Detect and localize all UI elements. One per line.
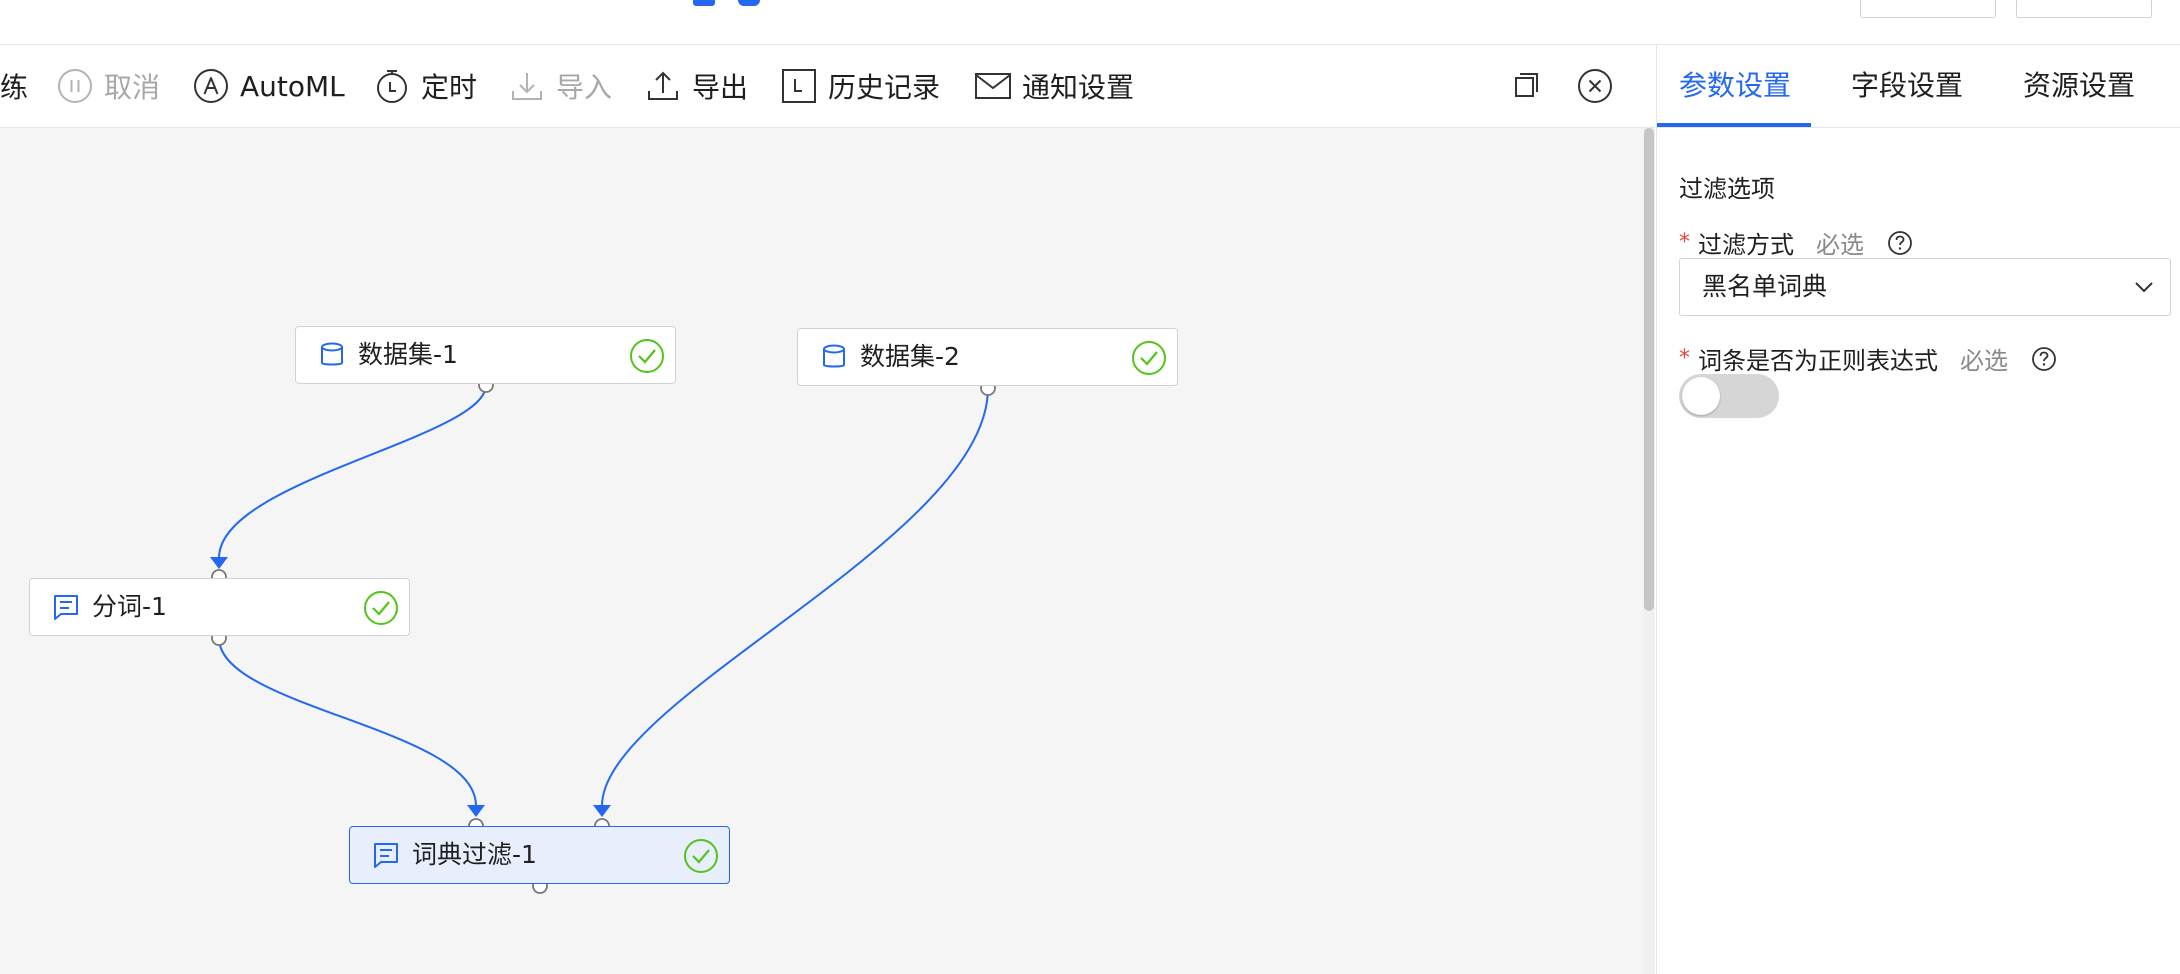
- canvas-toolbar: 练 取消 AutoML 定时 导入 导出 历史记录 通知设置: [0, 45, 1655, 128]
- edge-arrow: [593, 805, 611, 817]
- timer-icon: [377, 70, 407, 103]
- edge-segment1-to-dictfilter1[interactable]: [218, 637, 477, 807]
- train-button[interactable]: 练: [0, 45, 28, 127]
- node-label: 词典过滤-1: [412, 840, 537, 869]
- connection-layer: [210, 377, 996, 894]
- filter-mode-select[interactable]: 黑名单词典: [1679, 258, 2171, 316]
- node-dataset-2[interactable]: 数据集-2: [797, 328, 1178, 386]
- edge-arrow: [467, 805, 485, 817]
- node-label: 数据集-1: [358, 340, 458, 369]
- pause-circle-icon: [58, 69, 92, 103]
- export-button[interactable]: 导出: [644, 45, 748, 127]
- chevron-down-icon: [2135, 282, 2153, 293]
- import-label: 导入: [556, 71, 613, 104]
- filter-mode-value: 黑名单词典: [1702, 272, 1828, 301]
- database-icon: [321, 342, 343, 366]
- help-icon[interactable]: [1886, 229, 1914, 257]
- automl-button[interactable]: AutoML: [192, 45, 345, 127]
- section-title: 过滤选项: [1679, 175, 1775, 203]
- schedule-button[interactable]: 定时: [373, 45, 477, 127]
- canvas-scrollbar[interactable]: [1643, 128, 1655, 974]
- import-button[interactable]: 导入: [508, 45, 612, 127]
- success-check-icon: [630, 339, 664, 373]
- regex-label: * 词条是否为正则表达式 必选: [1679, 341, 2058, 376]
- node-label: 分词-1: [92, 592, 167, 621]
- required-mark: *: [1679, 230, 1690, 255]
- node-label: 数据集-2: [860, 342, 960, 371]
- edge-dataset2-to-dictfilter1[interactable]: [601, 387, 989, 807]
- text-component-icon: [374, 843, 398, 868]
- workflow-canvas[interactable]: 数据集-1 数据集-2 分词-1 词典过滤-1: [0, 128, 1643, 974]
- tab-parameter-settings[interactable]: 参数设置: [1679, 69, 1792, 102]
- tab-field-settings[interactable]: 字段设置: [1851, 69, 1964, 102]
- active-tab-indicator: [1657, 123, 1811, 127]
- header-button[interactable]: [2016, 0, 2152, 18]
- node-dictionary-filter-1[interactable]: 词典过滤-1: [349, 826, 730, 884]
- notification-settings-button[interactable]: 通知设置: [974, 45, 1134, 127]
- required-hint: 必选: [1816, 231, 1864, 259]
- close-circle-icon: [1578, 69, 1612, 103]
- close-button[interactable]: [1577, 45, 1613, 127]
- schedule-label: 定时: [421, 71, 478, 104]
- regex-label-text: 词条是否为正则表达式: [1698, 347, 1938, 375]
- automl-icon: [194, 69, 228, 103]
- history-button[interactable]: 历史记录: [780, 45, 940, 127]
- export-label: 导出: [692, 71, 749, 104]
- tab-resource-settings[interactable]: 资源设置: [2023, 69, 2136, 102]
- header-icon-fragment: [738, 0, 760, 6]
- filter-mode-label-text: 过滤方式: [1698, 231, 1794, 259]
- node-segmentation-1[interactable]: 分词-1: [29, 578, 410, 636]
- train-label: 练: [0, 71, 29, 104]
- import-icon: [512, 73, 542, 100]
- history-label: 历史记录: [828, 71, 941, 104]
- top-header: [0, 0, 2180, 45]
- automl-label: AutoML: [240, 69, 345, 103]
- edge-arrow: [210, 557, 228, 569]
- scrollbar-thumb[interactable]: [1644, 128, 1654, 611]
- properties-panel: 参数设置 字段设置 资源设置 过滤选项 * 过滤方式 必选 黑名单词典 * 词条…: [1656, 45, 2180, 974]
- filter-mode-label: * 过滤方式 必选: [1679, 225, 1914, 260]
- notification-settings-label: 通知设置: [1022, 71, 1135, 104]
- node-dataset-1[interactable]: 数据集-1: [295, 326, 676, 384]
- copy-icon: [1515, 73, 1538, 97]
- export-icon: [648, 71, 678, 100]
- header-button[interactable]: [1860, 0, 1996, 18]
- regex-toggle[interactable]: [1679, 374, 1779, 418]
- header-icon-fragment: [693, 0, 715, 6]
- required-mark: *: [1679, 346, 1690, 371]
- cancel-label: 取消: [104, 71, 161, 104]
- cancel-button[interactable]: 取消: [56, 45, 160, 127]
- success-check-icon: [684, 839, 718, 873]
- database-icon: [823, 344, 845, 368]
- toggle-knob: [1682, 377, 1720, 415]
- help-icon[interactable]: [2030, 345, 2058, 373]
- mail-icon: [975, 73, 1011, 99]
- panel-tabs: 参数设置 字段设置 资源设置: [1657, 45, 2180, 128]
- copy-button[interactable]: [1507, 45, 1543, 127]
- edge-dataset1-to-segment1[interactable]: [218, 384, 487, 559]
- required-hint: 必选: [1960, 347, 2008, 375]
- text-component-icon: [54, 595, 78, 620]
- success-check-icon: [364, 591, 398, 625]
- history-icon: [782, 69, 816, 103]
- success-check-icon: [1132, 341, 1166, 375]
